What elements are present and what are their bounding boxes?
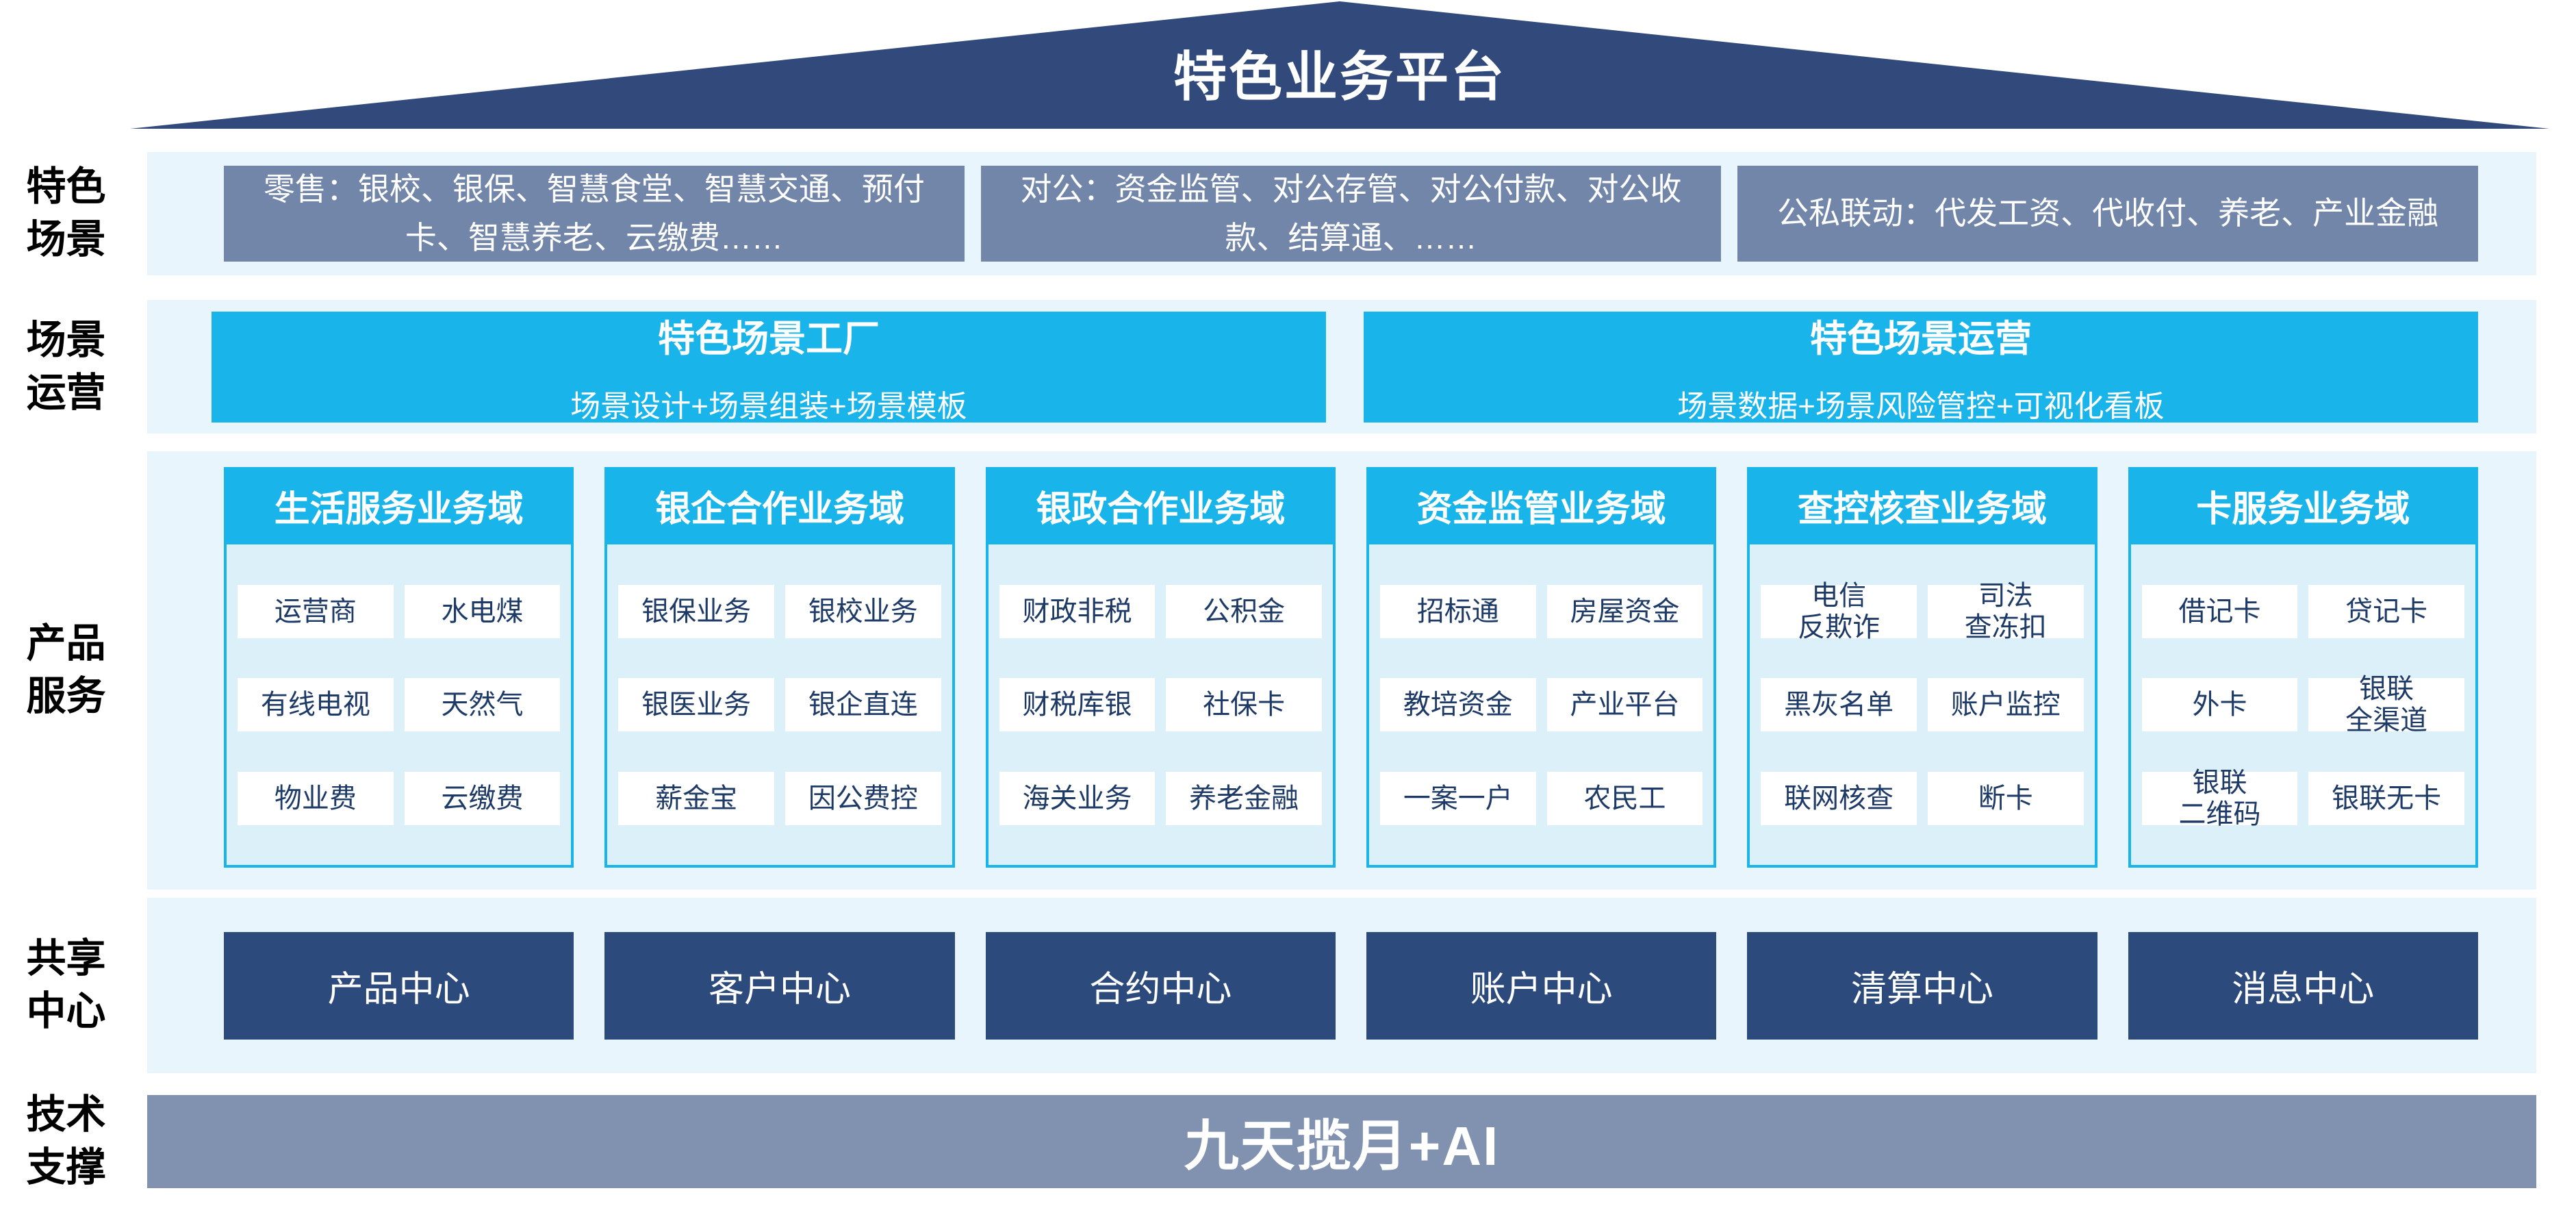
product-cell: 养老金融 <box>1166 771 1322 825</box>
section-shared-centers: 共享 中心 产品中心 客户中心 合约中心 账户中心 清算中心 消息中心 <box>0 898 2576 1073</box>
product-column-body: 财政非税 公积金 财税库银 社保卡 海关业务 养老金融 <box>985 544 1336 868</box>
product-column-life-services: 生活服务业务域 运营商 水电煤 有线电视 天然气 物业费 云缴费 <box>224 467 574 868</box>
product-column-header: 银企合作业务域 <box>604 467 955 544</box>
row-label-scene-operations: 场景 运营 <box>0 300 147 433</box>
product-column-header: 资金监管业务域 <box>1366 467 1717 544</box>
center-box-account: 账户中心 <box>1366 931 1717 1040</box>
product-cell: 电信 反欺诈 <box>1761 581 1917 642</box>
row-label-featured-scenes: 特色 场景 <box>0 152 147 275</box>
center-box-clearing: 清算中心 <box>1747 931 2097 1040</box>
product-cell: 银校业务 <box>785 584 941 638</box>
product-cell: 银联无卡 <box>2308 771 2464 825</box>
product-cell: 财税库银 <box>999 678 1156 731</box>
center-box-customer: 客户中心 <box>604 931 955 1040</box>
product-cell: 外卡 <box>2141 678 2298 731</box>
product-column-body: 招标通 房屋资金 教培资金 产业平台 一案一户 农民工 <box>1366 544 1717 868</box>
product-cell: 银保业务 <box>618 584 774 638</box>
center-box-product: 产品中心 <box>224 931 574 1040</box>
scene-box-corporate: 对公：资金监管、对公存管、对公付款、对公收款、结算通、…… <box>980 166 1722 262</box>
product-cell: 银医业务 <box>618 678 774 731</box>
product-column-card-services: 卡服务业务域 借记卡 贷记卡 外卡 银联 全渠道 银联 二维码 银联无卡 <box>2128 467 2478 868</box>
product-cell: 云缴费 <box>404 771 561 825</box>
product-cell: 社保卡 <box>1166 678 1322 731</box>
op-box-scene-operation: 特色场景运营 场景数据+场景风险管控+可视化看板 <box>1364 311 2478 423</box>
row-label-product-services: 产品 服务 <box>0 451 147 890</box>
row-label-line: 特色 <box>26 164 106 210</box>
product-cell: 银联 二维码 <box>2141 768 2298 829</box>
scene-box-retail: 零售：银校、银保、智慧食堂、智慧交通、预付卡、智慧养老、云缴费…… <box>224 166 965 262</box>
product-column-inspection-verification: 查控核查业务域 电信 反欺诈 司法 查冻扣 黑灰名单 账户监控 联网核查 断卡 <box>1747 467 2097 868</box>
product-cell: 水电煤 <box>404 584 561 638</box>
op-box-scene-factory: 特色场景工厂 场景设计+场景组装+场景模板 <box>212 311 1326 423</box>
product-cell: 银联 全渠道 <box>2308 674 2464 736</box>
product-cell: 因公费控 <box>785 771 941 825</box>
product-column-body: 银保业务 银校业务 银医业务 银企直连 薪金宝 因公费控 <box>604 544 955 868</box>
row-label-shared-centers: 共享 中心 <box>0 898 147 1073</box>
product-cell: 联网核查 <box>1761 771 1917 825</box>
product-column-header: 银政合作业务域 <box>985 467 1336 544</box>
row-label-line: 中心 <box>26 989 106 1033</box>
product-column-body: 运营商 水电煤 有线电视 天然气 物业费 云缴费 <box>224 544 574 868</box>
product-cell: 产业平台 <box>1546 678 1703 731</box>
product-cell: 房屋资金 <box>1546 584 1703 638</box>
product-cell: 农民工 <box>1546 771 1703 825</box>
product-column-fund-supervision: 资金监管业务域 招标通 房屋资金 教培资金 产业平台 一案一户 农民工 <box>1366 467 1717 868</box>
platform-title: 特色业务平台 <box>1173 47 1506 107</box>
product-cell: 银企直连 <box>785 678 941 731</box>
product-cell: 断卡 <box>1927 771 2084 825</box>
op-box-subtitle: 场景设计+场景组装+场景模板 <box>570 390 967 423</box>
scene-box-public-private-linkage: 公私联动：代发工资、代收付、养老、产业金融 <box>1737 166 2479 262</box>
product-cell: 教培资金 <box>1379 678 1536 731</box>
section-scene-operations: 场景 运营 特色场景工厂 场景设计+场景组装+场景模板 特色场景运营 场景数据+… <box>0 300 2576 433</box>
centers-band: 产品中心 客户中心 合约中心 账户中心 清算中心 消息中心 <box>147 898 2536 1073</box>
product-column-header: 卡服务业务域 <box>2128 467 2478 544</box>
row-label-line: 场景 <box>26 317 106 362</box>
op-box-title: 特色场景工厂 <box>658 318 880 360</box>
operations-band: 特色场景工厂 场景设计+场景组装+场景模板 特色场景运营 场景数据+场景风险管控… <box>147 300 2536 433</box>
row-label-line: 技术 <box>26 1092 106 1137</box>
products-band: 生活服务业务域 运营商 水电煤 有线电视 天然气 物业费 云缴费 银企合作业务域… <box>147 451 2536 890</box>
row-label-tech-support: 技术 支撑 <box>0 1092 147 1190</box>
product-cell: 公积金 <box>1166 584 1322 638</box>
product-cell: 财政非税 <box>999 584 1156 638</box>
product-column-header: 查控核查业务域 <box>1747 467 2097 544</box>
product-column-body: 借记卡 贷记卡 外卡 银联 全渠道 银联 二维码 银联无卡 <box>2128 544 2478 868</box>
product-cell: 有线电视 <box>238 678 394 731</box>
center-box-message: 消息中心 <box>2128 931 2478 1040</box>
section-product-services: 产品 服务 生活服务业务域 运营商 水电煤 有线电视 天然气 物业费 云缴费 银… <box>0 451 2576 890</box>
product-column-header: 生活服务业务域 <box>224 467 574 544</box>
product-cell: 招标通 <box>1379 584 1536 638</box>
row-label-line: 产品 <box>26 621 106 666</box>
op-box-subtitle: 场景数据+场景风险管控+可视化看板 <box>1677 390 2165 423</box>
product-cell: 海关业务 <box>999 771 1156 825</box>
tech-support-text: 九天揽月+AI <box>1184 1116 1500 1177</box>
product-cell: 账户监控 <box>1927 678 2084 731</box>
product-cell: 一案一户 <box>1379 771 1536 825</box>
row-label-line: 运营 <box>26 370 106 415</box>
row-label-line: 服务 <box>26 674 106 718</box>
product-column-bank-government: 银政合作业务域 财政非税 公积金 财税库银 社保卡 海关业务 养老金融 <box>985 467 1336 868</box>
product-cell: 黑灰名单 <box>1761 678 1917 731</box>
product-cell: 薪金宝 <box>618 771 774 825</box>
product-cell: 物业费 <box>238 771 394 825</box>
product-column-bank-enterprise: 银企合作业务域 银保业务 银校业务 银医业务 银企直连 薪金宝 因公费控 <box>604 467 955 868</box>
row-label-line: 共享 <box>26 936 106 981</box>
row-label-line: 场景 <box>26 217 106 262</box>
row-label-line: 支撑 <box>26 1145 106 1190</box>
scenes-band: 零售：银校、银保、智慧食堂、智慧交通、预付卡、智慧养老、云缴费…… 对公：资金监… <box>147 152 2536 275</box>
product-cell: 司法 查冻扣 <box>1927 581 2084 642</box>
op-box-title: 特色场景运营 <box>1810 318 2032 360</box>
product-cell: 贷记卡 <box>2308 584 2464 638</box>
section-featured-scenes: 特色 场景 零售：银校、银保、智慧食堂、智慧交通、预付卡、智慧养老、云缴费…… … <box>0 152 2576 275</box>
product-column-body: 电信 反欺诈 司法 查冻扣 黑灰名单 账户监控 联网核查 断卡 <box>1747 544 2097 868</box>
product-cell: 运营商 <box>238 584 394 638</box>
product-cell: 借记卡 <box>2141 584 2298 638</box>
platform-roof: 特色业务平台 <box>0 0 2576 130</box>
section-tech-support: 技术 支撑 九天揽月+AI <box>0 1092 2576 1190</box>
center-box-contract: 合约中心 <box>985 931 1336 1040</box>
tech-support-bar: 九天揽月+AI <box>147 1095 2536 1188</box>
product-cell: 天然气 <box>404 678 561 731</box>
